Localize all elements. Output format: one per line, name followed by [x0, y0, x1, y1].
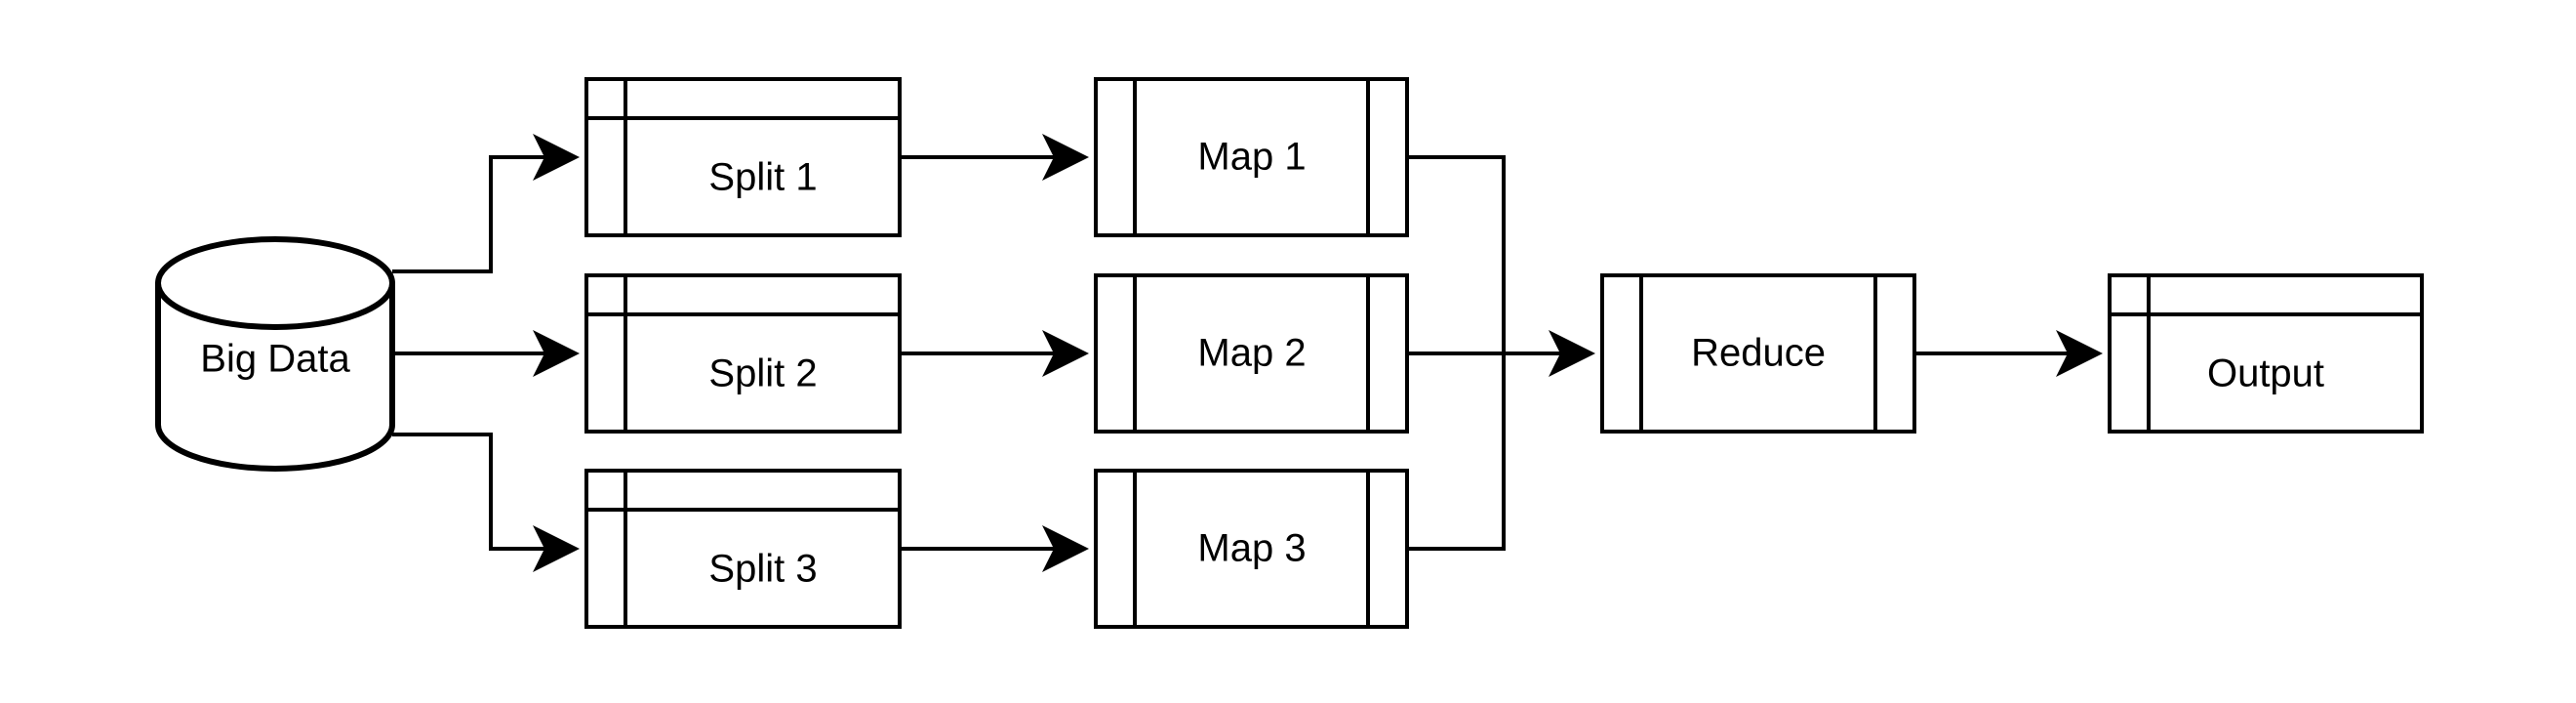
node-map-2[interactable]: Map 2 — [1094, 273, 1409, 434]
connector-path — [1407, 353, 1506, 551]
node-reduce[interactable]: Reduce — [1600, 273, 1916, 434]
connector-bigdata-to-split-3 — [392, 433, 580, 572]
map-2-outline — [1094, 273, 1409, 434]
reduce-dividers — [1639, 273, 1877, 434]
reduce-outline — [1600, 273, 1916, 434]
node-label-split-1: Split 1 — [708, 156, 817, 199]
output-dividers — [2108, 273, 2424, 434]
connector-path — [392, 134, 580, 273]
split-3-outline — [584, 469, 902, 629]
node-split-2[interactable]: Split 2 — [584, 273, 902, 434]
node-map-3[interactable]: Map 3 — [1094, 469, 1409, 629]
node-label-output: Output — [2207, 352, 2324, 395]
node-split-3[interactable]: Split 3 — [584, 469, 902, 629]
node-label-split-3: Split 3 — [708, 548, 817, 591]
node-output[interactable]: Output — [2108, 273, 2424, 434]
split-1-outline — [584, 77, 902, 237]
node-label-map-2: Map 2 — [1197, 332, 1306, 375]
map-3-dividers — [1133, 469, 1370, 629]
connector-map-1-to-reduce — [1407, 155, 1506, 353]
connector-bigdata-to-split-1 — [392, 134, 580, 273]
node-map-1[interactable]: Map 1 — [1094, 77, 1409, 237]
split-2-outline — [584, 273, 902, 434]
map-1-outline — [1094, 77, 1409, 237]
cylinder-top — [155, 236, 395, 330]
connector-layer — [392, 134, 2103, 572]
map-2-dividers — [1133, 273, 1370, 434]
split-3-dividers — [584, 469, 902, 629]
node-label-big-data: Big Data — [200, 338, 350, 381]
node-split-1[interactable]: Split 1 — [584, 77, 902, 237]
node-label-map-3: Map 3 — [1197, 527, 1306, 570]
map-3-outline — [1094, 469, 1409, 629]
split-1-dividers — [584, 77, 902, 237]
output-outline — [2108, 273, 2424, 434]
map-1-dividers — [1133, 77, 1370, 237]
split-2-dividers — [584, 273, 902, 434]
connector-path — [392, 433, 580, 572]
connector-path — [1407, 155, 1506, 353]
cylinder-body — [155, 280, 395, 472]
node-label-split-2: Split 2 — [708, 352, 817, 395]
node-big-data[interactable]: Big Data — [155, 236, 395, 472]
node-label-reduce: Reduce — [1691, 332, 1826, 375]
connector-map-3-to-reduce — [1407, 353, 1506, 551]
node-label-map-1: Map 1 — [1197, 136, 1306, 179]
